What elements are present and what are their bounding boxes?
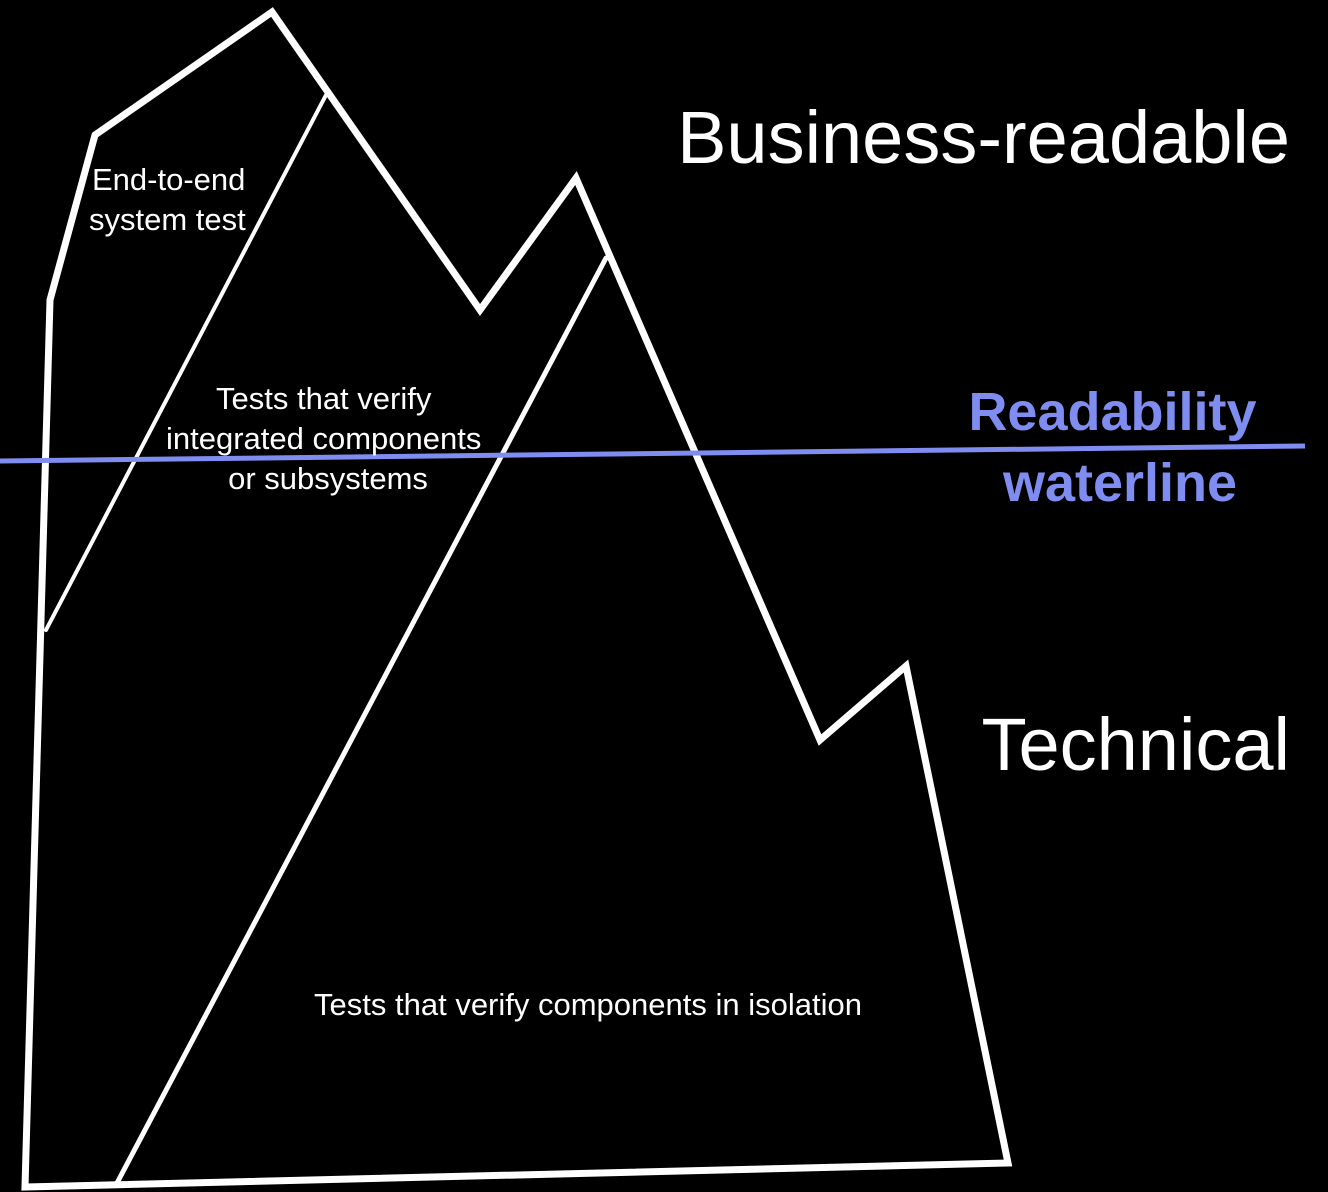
waterline-label: Readability waterline bbox=[968, 382, 1271, 513]
integration-label-line-2: integrated components bbox=[166, 421, 481, 456]
end-to-end-label: End-to-end system test bbox=[89, 162, 254, 237]
integration-label-line-3: or subsystems bbox=[228, 461, 428, 496]
technical-label: Technical bbox=[981, 703, 1290, 786]
unit-layer-outline bbox=[114, 255, 609, 1186]
waterline-label-line-2: waterline bbox=[1002, 453, 1237, 513]
integration-label-line-1: Tests that verify bbox=[216, 381, 432, 416]
waterline-label-line-1: Readability bbox=[968, 382, 1256, 442]
end-to-end-label-line-2: system test bbox=[89, 202, 246, 237]
end-to-end-label-line-1: End-to-end bbox=[92, 162, 245, 197]
readability-waterline bbox=[0, 443, 1306, 464]
isolation-label-line-1: Tests that verify components in isolatio… bbox=[314, 987, 862, 1022]
business-readable-label: Business-readable bbox=[677, 96, 1290, 179]
isolation-label: Tests that verify components in isolatio… bbox=[314, 987, 862, 1022]
iceberg-outline bbox=[21, 7, 1013, 1191]
integration-layer-outline bbox=[44, 93, 328, 632]
integration-label: Tests that verify integrated components … bbox=[166, 381, 490, 496]
